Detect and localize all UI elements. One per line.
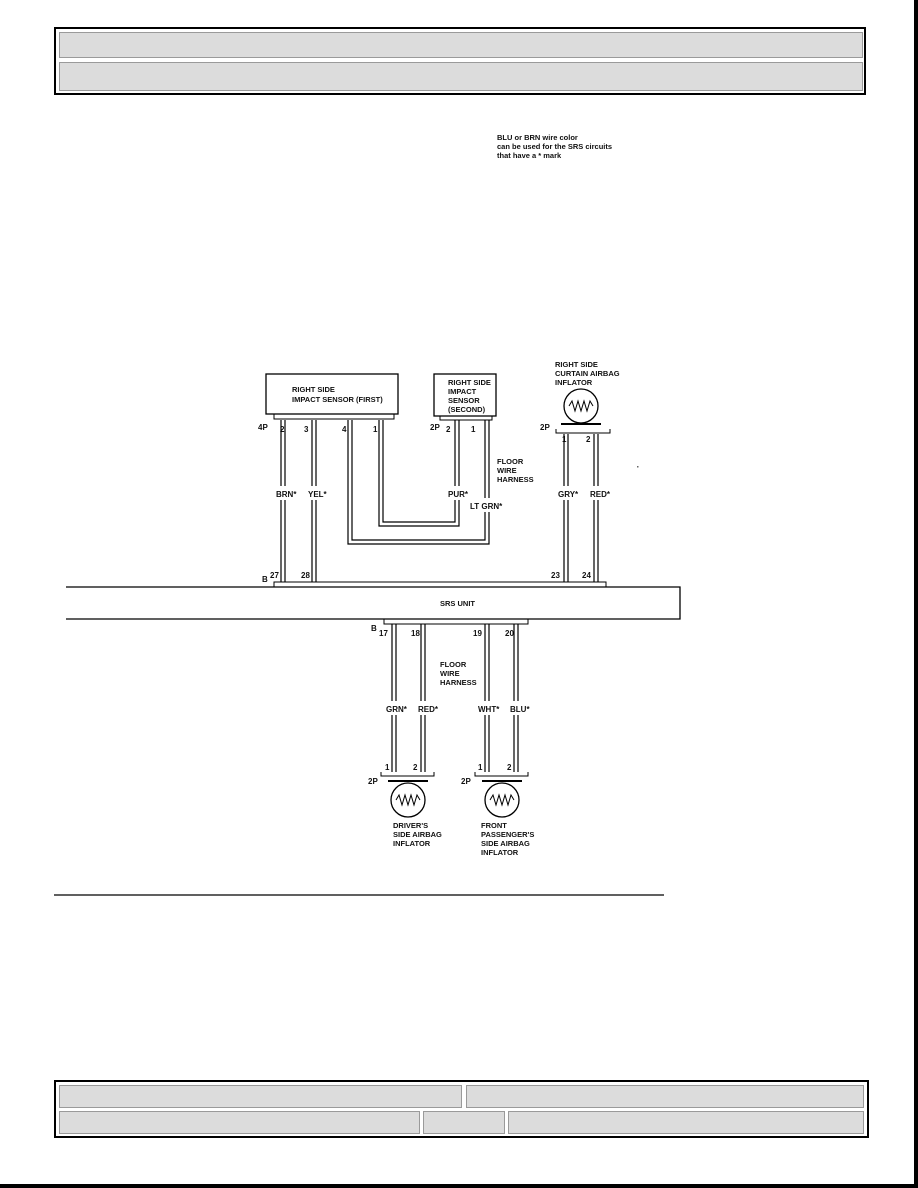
driver-inflator-icon	[390, 782, 426, 818]
connector-b-bottom-label: B	[371, 624, 377, 633]
passenger-resistor-icon	[489, 793, 515, 807]
lower-harness-label-2: WIRE	[440, 669, 460, 678]
header-title	[59, 32, 863, 58]
impact-sensor-second-box	[433, 373, 497, 417]
pin-second-2: 2	[446, 425, 451, 434]
header-box	[54, 27, 866, 95]
pass-label-1: FRONT	[481, 821, 507, 830]
lower-harness-label-1: FLOOR	[440, 660, 467, 669]
pin-srs-24: 24	[582, 571, 591, 580]
pin-srs-17: 17	[379, 629, 388, 638]
curtain-label-2: CURTAIN AIRBAG	[555, 369, 620, 378]
pass-label-2: PASSENGER'S	[481, 830, 534, 839]
driver-label-2: SIDE AIRBAG	[393, 830, 442, 839]
pin-first-4: 4	[342, 425, 347, 434]
footer-box	[54, 1080, 869, 1138]
connector-2p-second-label: 2P	[430, 423, 440, 432]
connector-4p-bracket	[273, 414, 395, 420]
connector-2p-curtain-label: 2P	[540, 423, 550, 432]
pin-first-1: 1	[373, 425, 378, 434]
srs-top-connector-bracket	[273, 581, 607, 587]
connector-2p-pass-label: 2P	[461, 777, 471, 786]
srs-unit-box	[66, 586, 681, 620]
wire-grn-label: GRN*	[386, 705, 408, 714]
pin-srs-19: 19	[473, 629, 482, 638]
header-subtitle	[59, 62, 863, 91]
srs-bottom-connector-bracket	[383, 619, 529, 625]
wire-gry-label: GRY*	[558, 490, 579, 499]
impact-sensor-first-box	[265, 373, 399, 415]
wire-brn-label: BRN*	[276, 490, 297, 499]
footer-right-bottom	[508, 1111, 864, 1134]
pin-srs-27: 27	[270, 571, 279, 580]
passenger-inflator-icon	[484, 782, 520, 818]
pin-first-3: 3	[304, 425, 309, 434]
impact-first-label-2: IMPACT SENSOR (FIRST)	[292, 395, 383, 404]
pin-curtain-2: 2	[586, 435, 591, 444]
connector-2p-second-bracket	[439, 416, 493, 421]
upper-harness-label-1: FLOOR	[497, 457, 524, 466]
pin-first-2: 2	[280, 425, 285, 434]
driver-resistor-icon	[395, 793, 421, 807]
curtain-resistor-icon	[568, 399, 594, 413]
connector-4p-label: 4P	[258, 423, 268, 432]
wire-red-bottom-label: RED*	[418, 705, 439, 714]
impact-first-label-1: RIGHT SIDE	[292, 385, 335, 394]
pass-label-3: SIDE AIRBAG	[481, 839, 530, 848]
speck	[637, 466, 639, 468]
pin-pass-1: 1	[478, 763, 483, 772]
curtain-label-3: INFLATOR	[555, 378, 593, 387]
impact-second-label-2: IMPACT	[448, 387, 477, 396]
footer-mid-bottom	[423, 1111, 505, 1134]
pin-srs-18: 18	[411, 629, 420, 638]
wire-red-top-label: RED*	[590, 490, 611, 499]
pin-srs-28: 28	[301, 571, 310, 580]
wire-ltgrn-label: LT GRN*	[470, 502, 503, 511]
impact-second-label-3: SENSOR	[448, 396, 480, 405]
pin-srs-23: 23	[551, 571, 560, 580]
driver-label-3: INFLATOR	[393, 839, 431, 848]
connector-b-top-label: B	[262, 575, 268, 584]
pin-pass-2: 2	[507, 763, 512, 772]
footer-left-top	[59, 1085, 462, 1108]
lower-harness-label-3: HARNESS	[440, 678, 477, 687]
pin-srs-20: 20	[505, 629, 514, 638]
upper-harness-label-2: WIRE	[497, 466, 517, 475]
wire-pur-label: PUR*	[448, 490, 469, 499]
pin-driver-2: 2	[413, 763, 418, 772]
connector-2p-pass-bracket	[474, 772, 529, 777]
footer-right-top	[466, 1085, 864, 1108]
note-line-3: that have a * mark	[497, 151, 562, 160]
curtain-label-1: RIGHT SIDE	[555, 360, 598, 369]
note-line-2: can be used for the SRS circuits	[497, 142, 612, 151]
wire-blu-label: BLU*	[510, 705, 530, 714]
connector-2p-driver-label: 2P	[368, 777, 378, 786]
driver-label-1: DRIVER'S	[393, 821, 428, 830]
srs-unit-label: SRS UNIT	[440, 599, 475, 608]
wire-yel-label: YEL*	[308, 490, 328, 499]
connector-2p-driver-bracket	[380, 772, 435, 777]
note-line-1: BLU or BRN wire color	[497, 133, 578, 142]
footer-left-bottom	[59, 1111, 420, 1134]
impact-second-label-1: RIGHT SIDE	[448, 378, 491, 387]
pass-label-4: INFLATOR	[481, 848, 519, 857]
wire-wht-label: WHT*	[478, 705, 500, 714]
upper-harness-label-3: HARNESS	[497, 475, 534, 484]
pin-driver-1: 1	[385, 763, 390, 772]
impact-second-label-4: (SECOND)	[448, 405, 486, 414]
connector-2p-curtain-bracket	[555, 429, 611, 434]
pin-second-1: 1	[471, 425, 476, 434]
